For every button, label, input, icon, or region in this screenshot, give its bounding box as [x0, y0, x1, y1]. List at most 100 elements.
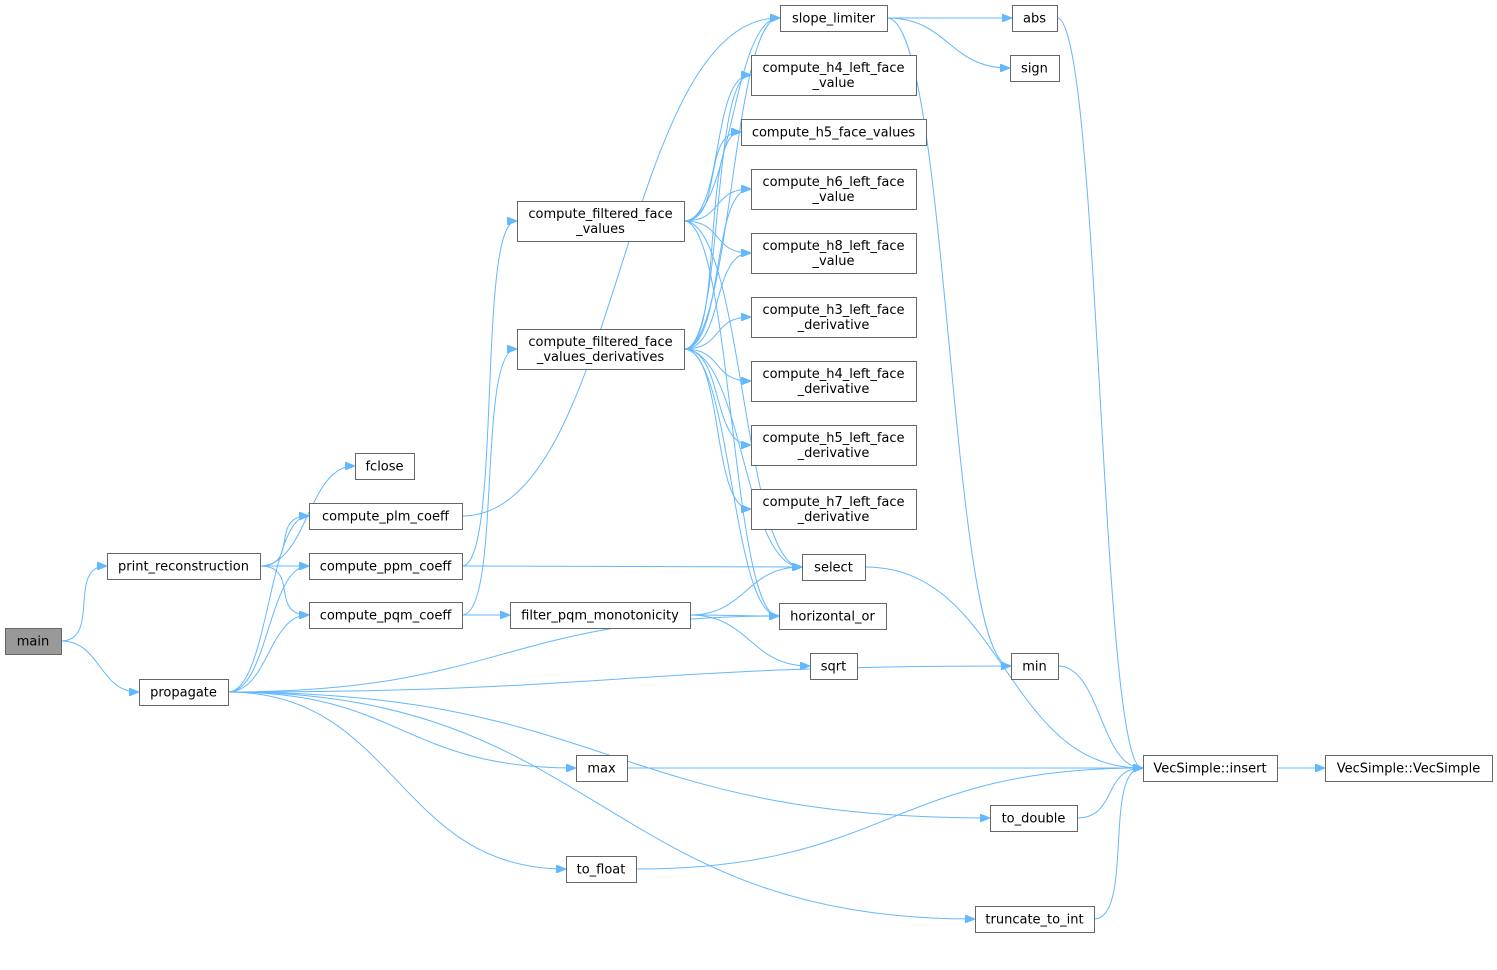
edge-select-to-vecsimple_insert [864, 566, 1142, 768]
node-label: _values_derivatives [536, 350, 665, 365]
node-vecsimple-vecsimple[interactable]: VecSimple::VecSimple [1325, 755, 1493, 782]
node-label: compute_h7_left_face [762, 495, 904, 510]
node-box[interactable] [1012, 5, 1058, 32]
node-label: VecSimple::insert [1153, 762, 1266, 777]
node-box[interactable] [309, 553, 463, 580]
node-label: sign [1021, 62, 1048, 77]
node-box[interactable] [1325, 755, 1493, 782]
edge-abs-to-vecsimple_insert [1056, 17, 1142, 768]
edge-compute_ppm_coeff-to-select [461, 566, 801, 567]
node-label: abs [1023, 12, 1046, 27]
node-box[interactable] [107, 553, 261, 580]
node-box[interactable] [576, 755, 628, 782]
edge-propagate-to-min [227, 666, 1010, 693]
node-box[interactable] [779, 603, 887, 630]
node-label: compute_h3_left_face [762, 303, 904, 318]
node-sign[interactable]: sign [1010, 55, 1060, 82]
node-compute-h3-left-face-derivative[interactable]: compute_h3_left_face_derivative [751, 297, 917, 338]
node-box[interactable] [309, 503, 463, 530]
node-label: compute_ppm_coeff [320, 560, 453, 575]
edge-print_reconstruction-to-compute_pqm_coeff [259, 565, 308, 615]
node-abs[interactable]: abs [1012, 5, 1058, 32]
node-vecsimple-insert[interactable]: VecSimple::insert [1143, 755, 1278, 782]
edge-compute_filtered_face_values_derivatives-to-compute_h3_left_face_derivative [683, 317, 750, 350]
node-box[interactable] [1010, 55, 1060, 82]
edge-compute_filtered_face_values_derivatives-to-compute_h5_left_face_derivative [683, 348, 750, 445]
edge-propagate-to-compute_pqm_coeff [227, 615, 308, 693]
node-select[interactable]: select [802, 554, 866, 581]
node-box[interactable] [751, 55, 917, 96]
edge-slope_limiter-to-min [886, 17, 1010, 666]
node-compute-h5-face-values[interactable]: compute_h5_face_values [741, 119, 927, 146]
node-label: compute_h5_face_values [752, 126, 916, 141]
node-label: compute_pqm_coeff [320, 609, 453, 624]
node-main[interactable]: main [5, 628, 62, 655]
node-box[interactable] [751, 169, 917, 210]
edge-compute_pqm_coeff-to-compute_filtered_face_values_derivatives [461, 349, 516, 616]
node-compute-h5-left-face-derivative[interactable]: compute_h5_left_face_derivative [751, 425, 917, 466]
node-compute-h7-left-face-derivative[interactable]: compute_h7_left_face_derivative [751, 489, 917, 530]
node-to-double[interactable]: to_double [990, 805, 1078, 832]
node-box[interactable] [5, 628, 62, 655]
node-box[interactable] [975, 906, 1095, 933]
node-fclose[interactable]: fclose [355, 453, 415, 480]
node-box[interactable] [751, 361, 917, 402]
node-label: _derivative [797, 318, 870, 333]
edge-propagate-to-compute_plm_coeff [227, 516, 308, 693]
node-print-reconstruction[interactable]: print_reconstruction [107, 553, 261, 580]
node-horizontal-or[interactable]: horizontal_or [779, 603, 887, 630]
node-box[interactable] [810, 653, 858, 680]
node-compute-h6-left-face-value[interactable]: compute_h6_left_face_value [751, 169, 917, 210]
edge-propagate-to-truncate_to_int [227, 691, 974, 919]
edge-compute_filtered_face_values_derivatives-to-select [683, 348, 801, 567]
node-propagate[interactable]: propagate [139, 679, 229, 706]
node-compute-pqm-coeff[interactable]: compute_pqm_coeff [309, 602, 463, 629]
node-min[interactable]: min [1011, 653, 1059, 680]
node-compute-h4-left-face-value[interactable]: compute_h4_left_face_value [751, 55, 917, 96]
node-compute-ppm-coeff[interactable]: compute_ppm_coeff [309, 553, 463, 580]
edge-compute_filtered_face_values_derivatives-to-compute_h4_left_face_value [683, 75, 750, 350]
node-to-float[interactable]: to_float [566, 856, 637, 883]
node-box[interactable] [355, 453, 415, 480]
node-label: propagate [150, 686, 217, 701]
node-box[interactable] [751, 233, 917, 274]
node-box[interactable] [566, 856, 637, 883]
node-label: horizontal_or [790, 610, 875, 625]
node-label: compute_h8_left_face [762, 239, 904, 254]
edge-print_reconstruction-to-compute_plm_coeff [259, 516, 308, 567]
node-label: _derivative [797, 382, 870, 397]
node-box[interactable] [517, 329, 685, 370]
node-compute-filtered-face-values[interactable]: compute_filtered_face_values [517, 201, 685, 242]
node-label: compute_plm_coeff [322, 510, 450, 525]
node-compute-plm-coeff[interactable]: compute_plm_coeff [309, 503, 463, 530]
node-slope-limiter[interactable]: slope_limiter [780, 5, 888, 32]
node-box[interactable] [990, 805, 1078, 832]
node-box[interactable] [751, 489, 917, 530]
node-truncate-to-int[interactable]: truncate_to_int [975, 906, 1095, 933]
node-box[interactable] [780, 5, 888, 32]
edge-to_float-to-vecsimple_insert [635, 768, 1142, 870]
edge-compute_filtered_face_values-to-slope_limiter [683, 18, 779, 222]
node-box[interactable] [741, 119, 927, 146]
node-box[interactable] [751, 297, 917, 338]
node-compute-h4-left-face-derivative[interactable]: compute_h4_left_face_derivative [751, 361, 917, 402]
node-label: sqrt [821, 660, 846, 675]
node-box[interactable] [139, 679, 229, 706]
node-compute-filtered-face-values-derivatives[interactable]: compute_filtered_face_values_derivatives [517, 329, 685, 370]
node-box[interactable] [510, 602, 691, 629]
node-box[interactable] [751, 425, 917, 466]
node-filter-pqm-monotonicity[interactable]: filter_pqm_monotonicity [510, 602, 691, 629]
edge-compute_filtered_face_values_derivatives-to-compute_h8_left_face_value [683, 253, 750, 350]
node-box[interactable] [1011, 653, 1059, 680]
node-sqrt[interactable]: sqrt [810, 653, 858, 680]
edge-compute_filtered_face_values-to-compute_h5_face_values [683, 132, 740, 222]
node-label: to_float [577, 863, 626, 878]
node-box[interactable] [802, 554, 866, 581]
node-compute-h8-left-face-value[interactable]: compute_h8_left_face_value [751, 233, 917, 274]
edge-filter_pqm_monotonicity-to-horizontal_or [689, 615, 778, 616]
node-max[interactable]: max [576, 755, 628, 782]
node-box[interactable] [309, 602, 463, 629]
edge-min-to-vecsimple_insert [1057, 665, 1142, 768]
node-box[interactable] [1143, 755, 1278, 782]
node-box[interactable] [517, 201, 685, 242]
